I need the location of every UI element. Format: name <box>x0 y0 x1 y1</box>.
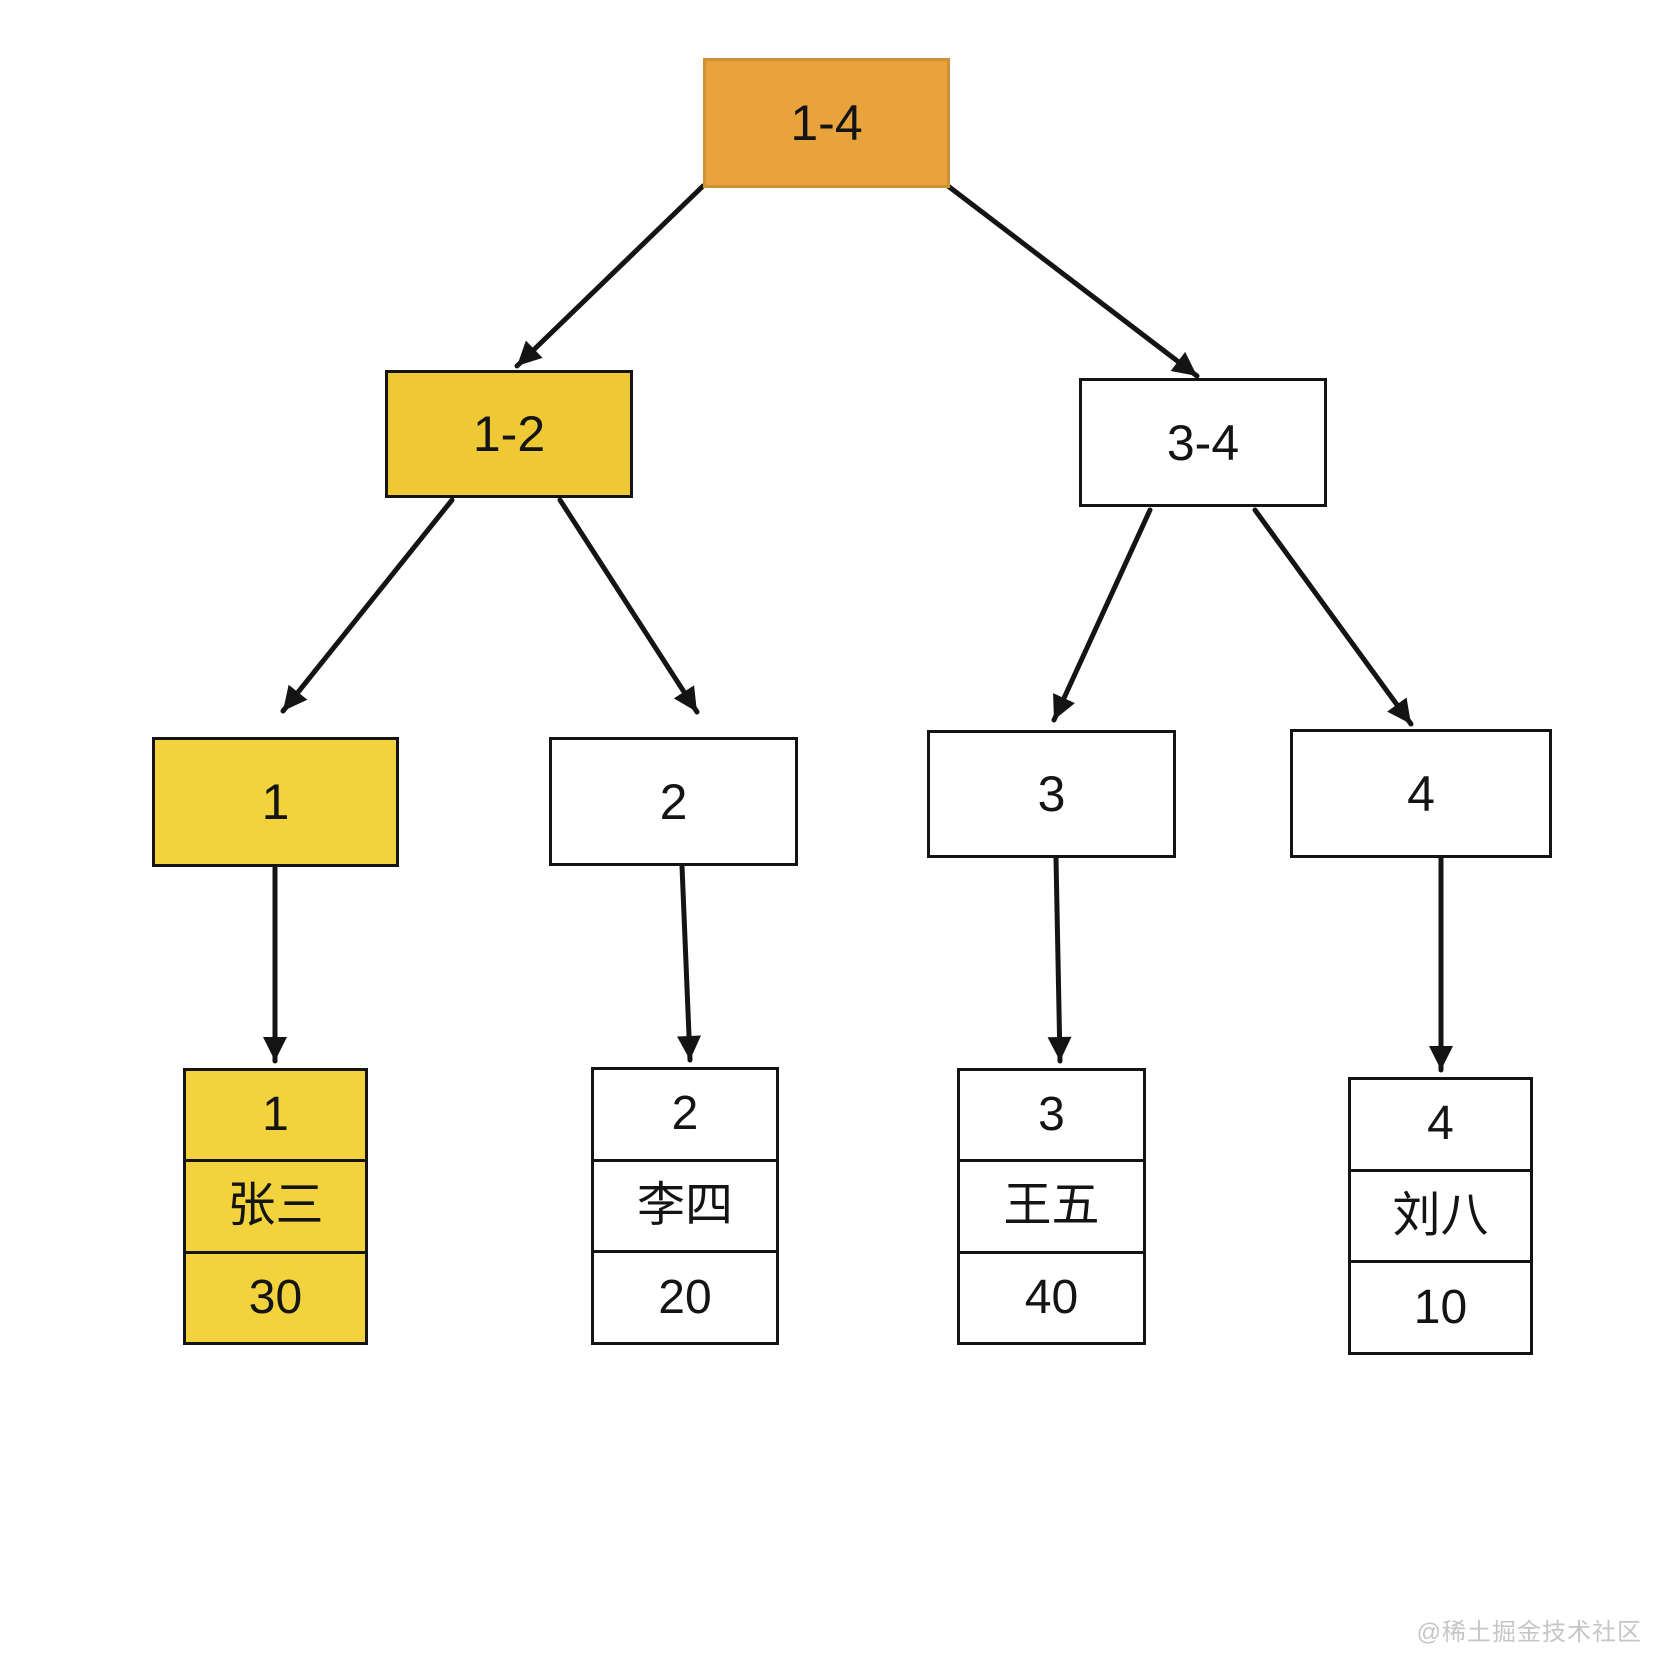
record-3-id: 3 <box>1038 1088 1065 1142</box>
tree-node-2: 2 <box>549 737 798 866</box>
edge-1-2-to-2 <box>557 497 700 715</box>
record-card-2: 2 李四 20 <box>591 1067 779 1345</box>
tree-node-1-2: 1-2 <box>385 370 633 498</box>
record-card-1: 1 张三 30 <box>183 1068 368 1345</box>
node-label-3: 3 <box>1037 766 1066 822</box>
edge-3-to-record <box>1047 855 1072 1064</box>
record-1-value: 30 <box>186 1250 365 1342</box>
edge-3-4-to-3 <box>1051 507 1153 723</box>
tree-node-3: 3 <box>927 730 1176 858</box>
record-1-id: 1 <box>262 1088 289 1142</box>
node-label-2: 2 <box>659 773 688 830</box>
tree-node-1: 1 <box>152 737 399 867</box>
record-2-id: 2 <box>671 1087 699 1141</box>
record-4-value: 10 <box>1351 1260 1530 1352</box>
tree-node-1-4: 1-4 <box>703 58 950 188</box>
edge-1-2-to-1 <box>280 497 455 714</box>
edge-root-to-3-4 <box>945 183 1200 379</box>
node-label-3-4: 3-4 <box>1166 414 1240 471</box>
node-label-4: 4 <box>1407 765 1435 822</box>
record-1-name: 张三 <box>186 1159 365 1250</box>
edge-root-to-1-2 <box>514 183 706 369</box>
record-4-id: 4 <box>1427 1097 1454 1151</box>
watermark: @稀土掘金技术社区 <box>1416 1619 1642 1646</box>
record-4-name: 刘八 <box>1351 1168 1530 1261</box>
edge-3-4-to-4 <box>1252 507 1414 727</box>
record-2-name: 李四 <box>594 1158 776 1251</box>
node-label-1-2: 1-2 <box>472 406 546 462</box>
node-label-1: 1 <box>261 774 290 830</box>
edge-2-to-record <box>677 863 702 1063</box>
record-2-value: 20 <box>594 1250 776 1342</box>
record-3-name: 王五 <box>960 1159 1143 1250</box>
record-card-4: 4 刘八 10 <box>1348 1077 1533 1355</box>
record-3-value: 40 <box>960 1250 1143 1342</box>
tree-node-4: 4 <box>1290 729 1552 858</box>
node-label-1-4: 1-4 <box>790 95 863 151</box>
record-card-3: 3 王五 40 <box>957 1068 1146 1345</box>
tree-node-3-4: 3-4 <box>1079 378 1327 507</box>
